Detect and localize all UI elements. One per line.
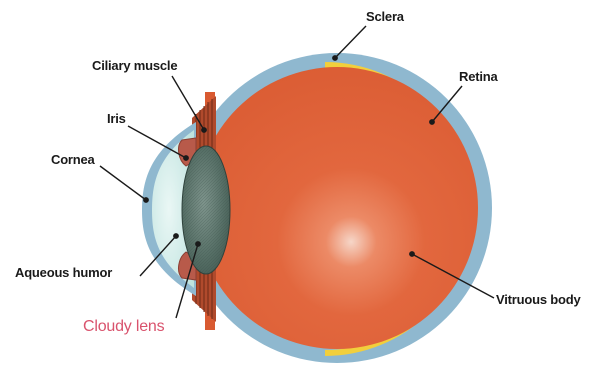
label-retina: Retina [459,69,498,84]
label-aqueous-humor: Aqueous humor [15,265,112,280]
label-ciliary-muscle: Ciliary muscle [92,58,177,73]
label-sclera: Sclera [366,9,404,24]
vitreous-body-shape [196,67,478,349]
label-cloudy-lens: Cloudy lens [83,318,164,336]
label-cornea: Cornea [51,152,95,167]
cloudy-lens-shape [182,146,230,274]
label-iris: Iris [107,111,126,126]
label-vitreous-body: Vitruous body [496,292,581,307]
